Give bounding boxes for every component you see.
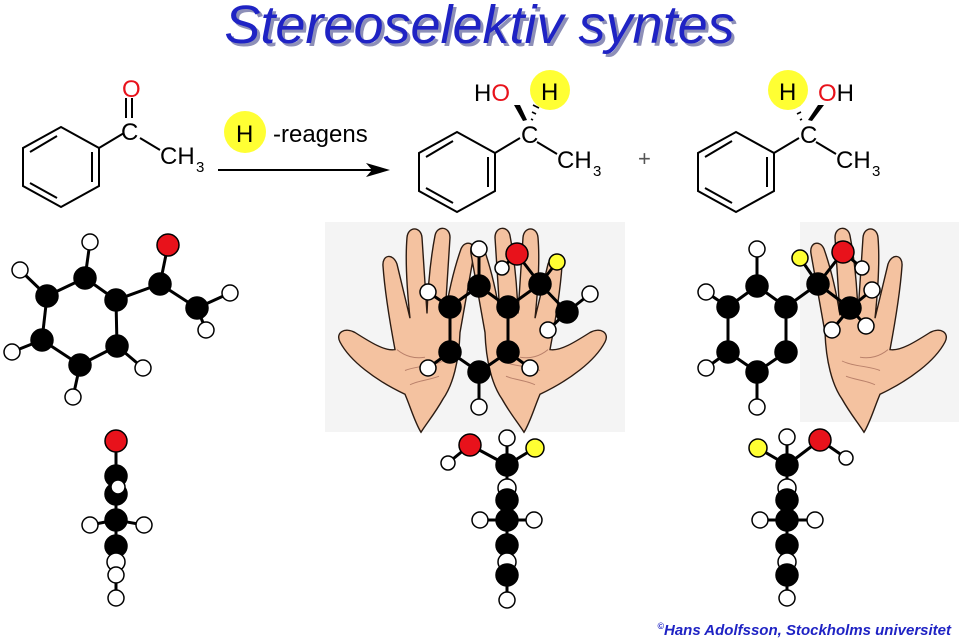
- reagent-hydrogen-label: H: [236, 121, 253, 148]
- left-hand-image: [325, 222, 625, 433]
- reagent-arrow: H -reagens: [218, 111, 390, 177]
- product-1: HO H C CH 3: [418, 70, 601, 214]
- page-title: Stereoselektiv syntes: [224, 0, 735, 55]
- credit-text: Hans Adolfsson, Stockholms universitet: [664, 622, 951, 639]
- product-2-hydrogen-label: H: [779, 79, 796, 106]
- product-1-methyl-subscript: 3: [593, 163, 601, 180]
- plus-sign: +: [638, 146, 651, 171]
- product-2-wedge-bond: [808, 105, 824, 121]
- model-reactant-side: [81, 429, 153, 607]
- product-2: H OH C CH 3: [697, 70, 880, 214]
- reactant-methyl-label: CH: [160, 143, 195, 170]
- product-1-hydroxyl-label: HO: [474, 80, 510, 107]
- product-1-hydrogen-highlight: [530, 70, 570, 110]
- model-product-1-side: [440, 429, 545, 609]
- product-2-hydrogen-highlight: [768, 70, 808, 110]
- reactant-acetophenone: O C CH 3: [22, 76, 204, 209]
- product-2-methyl-label: CH: [836, 147, 871, 174]
- arrow-head: [366, 163, 390, 177]
- copyright-mark: ©: [657, 621, 664, 631]
- reactant-methyl-subscript: 3: [196, 159, 204, 176]
- product-2-methyl-subscript: 3: [872, 163, 880, 180]
- model-reactant-top: [3, 233, 239, 406]
- product-1-hydrogen-label: H: [541, 79, 558, 106]
- reactant-benzene-ring: [22, 125, 100, 209]
- reactant-carbon-label: C: [121, 119, 138, 146]
- product-2-carbon-label: C: [800, 122, 817, 149]
- model-product-2-top: [697, 240, 881, 416]
- product-1-benzene-ring: [418, 130, 496, 214]
- hydride-highlight: [224, 111, 266, 153]
- reactant-oxygen-label: O: [122, 76, 141, 103]
- right-hand-image: [800, 222, 959, 433]
- product-1-wedge-bond: [514, 105, 527, 121]
- product-2-hydroxyl-label: OH: [818, 80, 854, 107]
- product-1-carbon-label: C: [521, 122, 538, 149]
- model-product-2-side: [748, 428, 854, 607]
- product-1-methyl-label: CH: [557, 147, 592, 174]
- copyright-credit: ©Hans Adolfsson, Stockholms universitet: [657, 621, 951, 639]
- model-product-1-top: [419, 240, 599, 416]
- product-2-benzene-ring: [697, 130, 775, 214]
- reagent-label: -reagens: [273, 121, 368, 148]
